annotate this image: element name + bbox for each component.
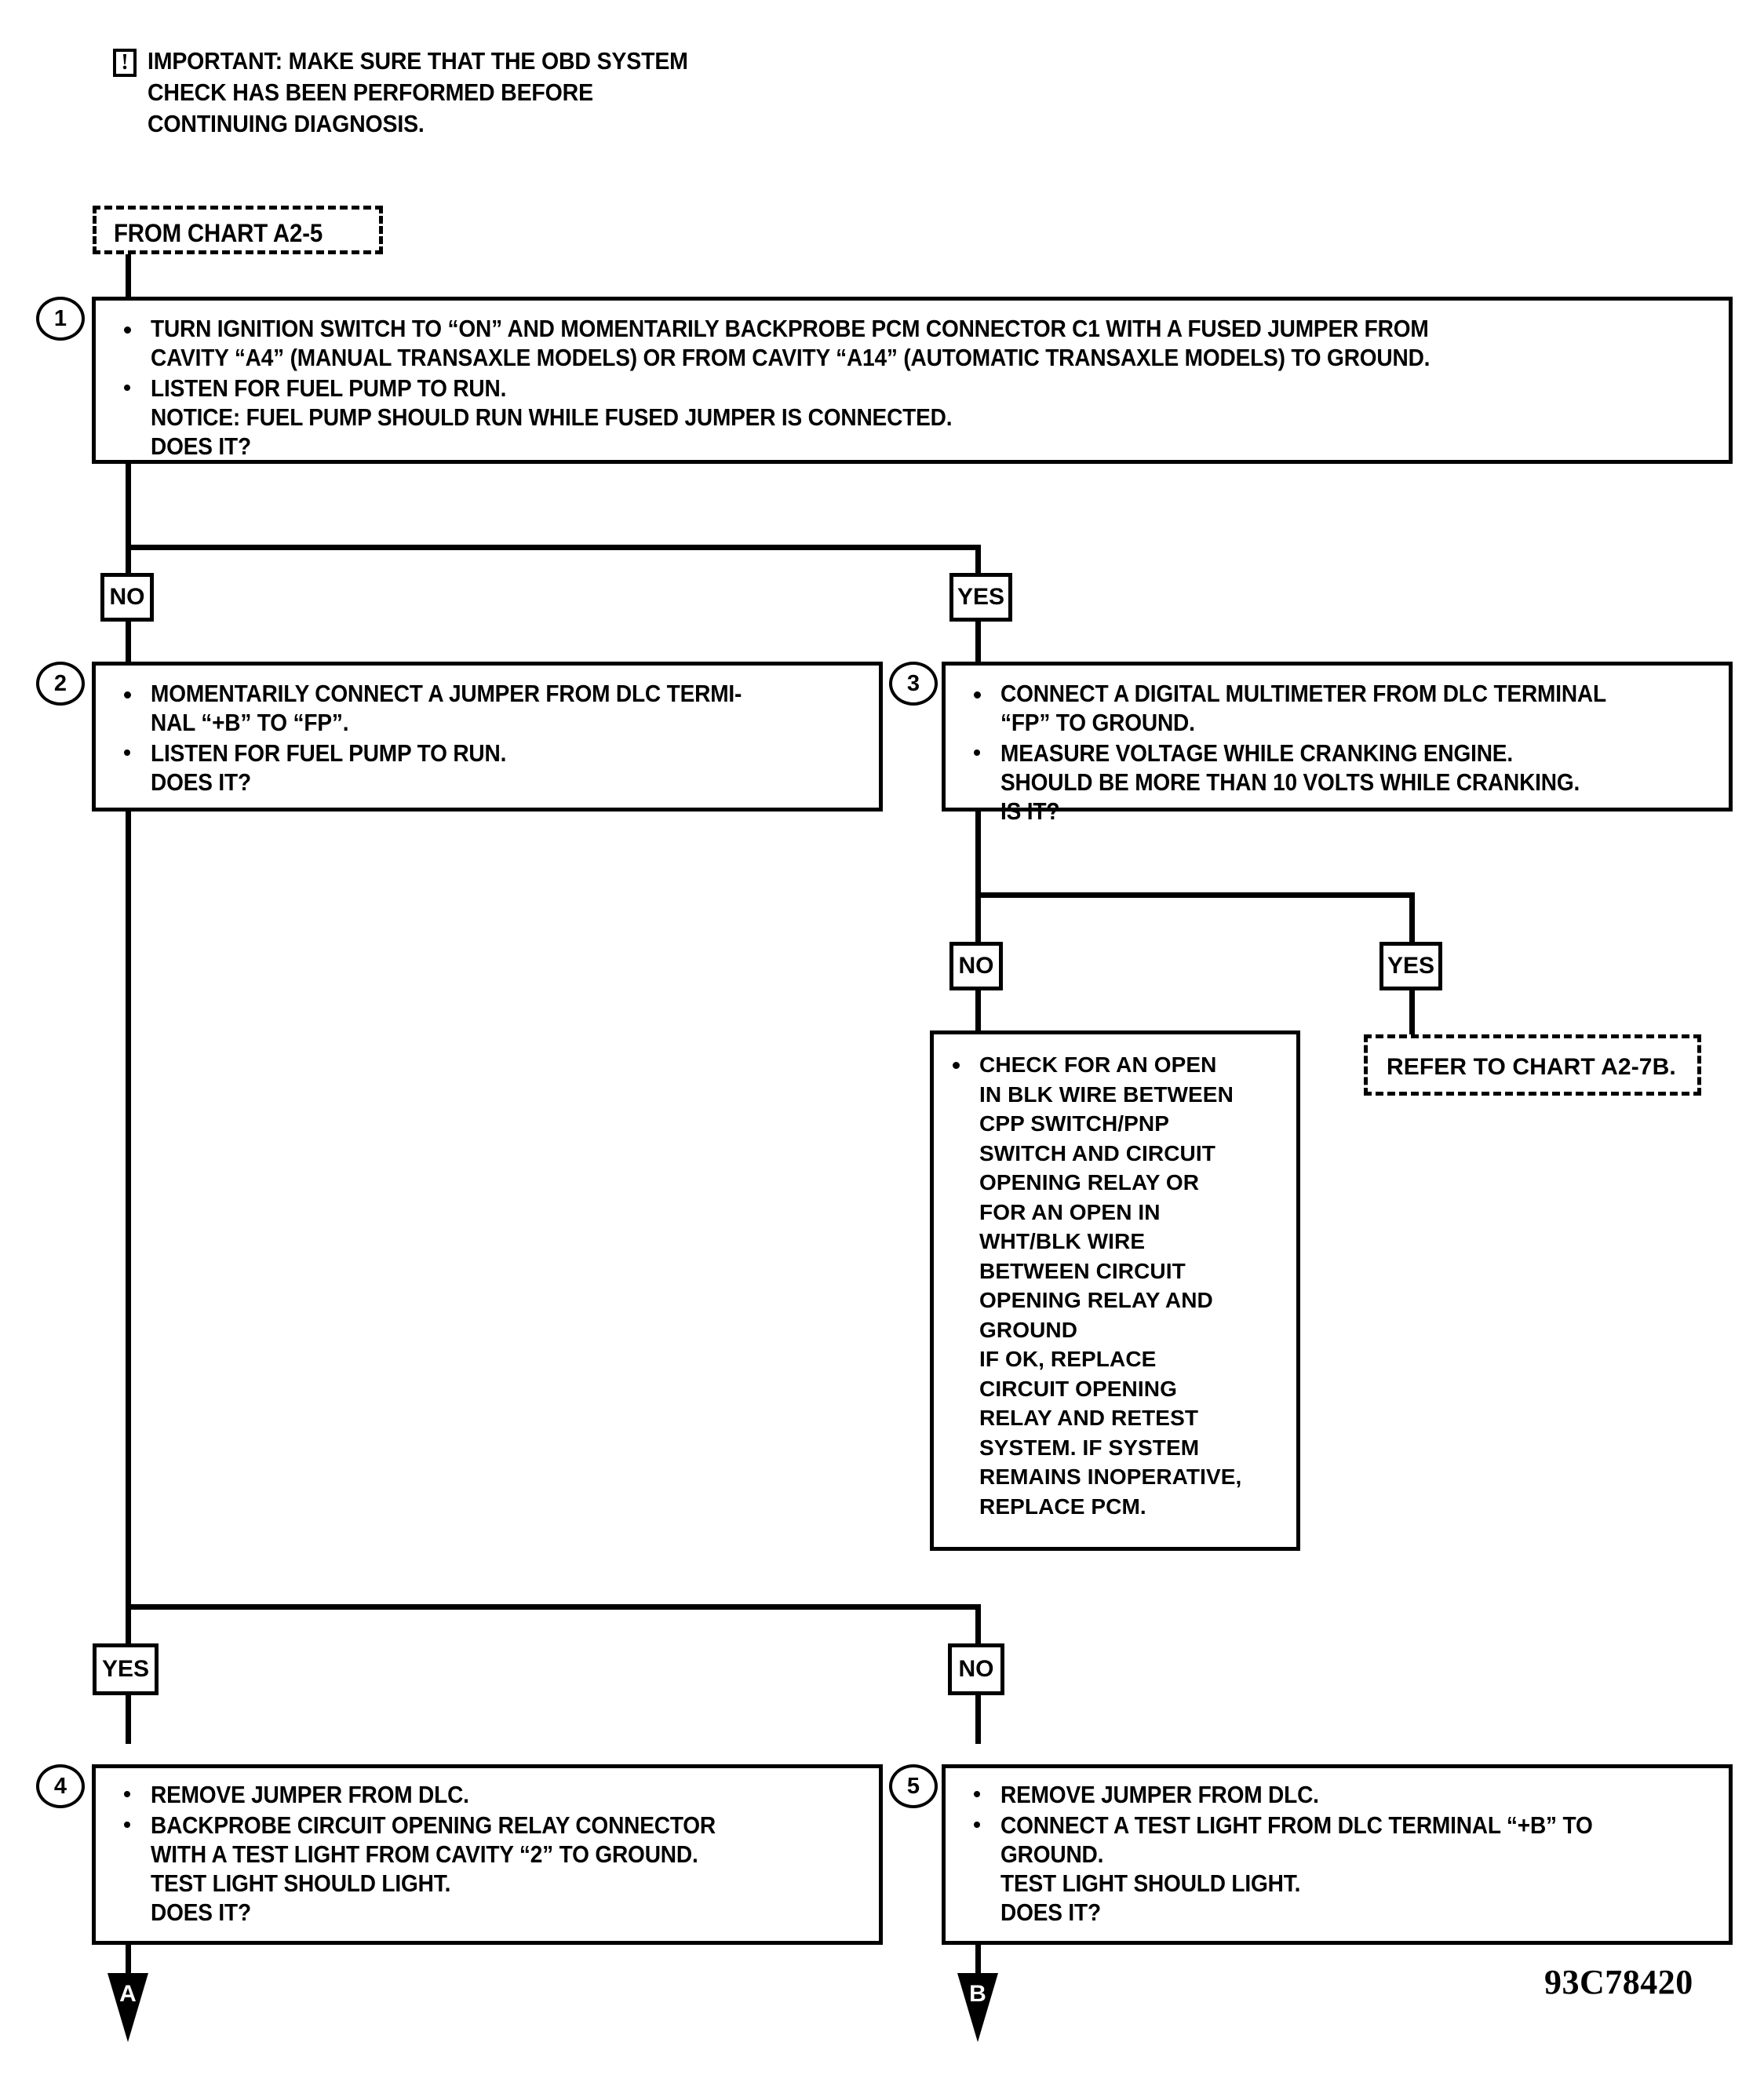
bullet-icon	[974, 1791, 980, 1797]
step-5-box[interactable]: REMOVE JUMPER FROM DLC. CONNECT A TEST L…	[942, 1764, 1733, 1945]
branch-2-no-label[interactable]: NO	[949, 942, 1003, 990]
chart-part-number: 93C78420	[1544, 1963, 1693, 2001]
connector-branch2-no-drop	[975, 892, 981, 954]
branch-bus-2	[975, 892, 1415, 898]
connector-entry-to-step1	[126, 254, 131, 301]
step-3-box[interactable]: CONNECT A DIGITAL MULTIMETER FROM DLC TE…	[942, 662, 1733, 825]
step-2-bullet-1: MOMENTARILY CONNECT A JUMPER FROM DLC TE…	[124, 680, 862, 738]
step-2-bullet-2: LISTEN FOR FUEL PUMP TO RUN. DOES IT?	[124, 739, 862, 797]
bullet-icon	[974, 1822, 980, 1828]
connector-step3-exit	[975, 812, 981, 898]
connector-step2-exit-spine	[126, 812, 131, 1605]
branch-1-yes-label[interactable]: YES	[949, 573, 1012, 622]
step-5-bullet-2: CONNECT A TEST LIGHT FROM DLC TERMINAL “…	[974, 1811, 1719, 1928]
step-number-3: 3	[889, 662, 938, 706]
triangle-icon	[108, 1973, 148, 2042]
step-number-4: 4	[36, 1764, 85, 1808]
connector-a-letter: A	[119, 1981, 137, 2007]
triangle-icon	[957, 1973, 998, 2042]
connector-no-to-action-box	[975, 990, 981, 1034]
bullet-icon	[124, 1791, 130, 1797]
step-number-1: 1	[36, 297, 85, 341]
connector-branch3-yes-drop	[126, 1604, 131, 1648]
entry-from-chart-box[interactable]: FROM CHART A2-5	[93, 206, 383, 254]
action-bullet-1: CHECK FOR AN OPEN IN BLK WIRE BETWEEN CP…	[953, 1050, 1282, 1521]
branch-3-yes-label[interactable]: YES	[93, 1643, 159, 1695]
bullet-icon	[124, 691, 131, 698]
branch-2-yes-label[interactable]: YES	[1379, 942, 1442, 990]
connector-step5-exit	[975, 1945, 981, 1976]
step-3-bullet-2: MEASURE VOLTAGE WHILE CRANKING ENGINE. S…	[974, 739, 1719, 826]
step-5-bullet-1: REMOVE JUMPER FROM DLC.	[974, 1781, 1719, 1810]
refer-label: REFER TO CHART A2-7B.	[1387, 1054, 1676, 1080]
connector-no-to-step5	[975, 1695, 981, 1744]
bullet-icon	[124, 326, 131, 334]
connector-step1-exit	[126, 464, 131, 550]
connector-branch1-yes-drop	[975, 545, 981, 584]
important-note-text: IMPORTANT: MAKE SURE THAT THE OBD SYSTEM…	[148, 47, 688, 137]
connector-b-letter: B	[969, 1981, 986, 2007]
action-check-open-box[interactable]: CHECK FOR AN OPEN IN BLK WIRE BETWEEN CP…	[930, 1030, 1300, 1551]
step-1-bullet-2: LISTEN FOR FUEL PUMP TO RUN. NOTICE: FUE…	[124, 374, 1701, 461]
step-number-2: 2	[36, 662, 85, 706]
bullet-icon	[124, 750, 130, 756]
step-4-bullet-1: REMOVE JUMPER FROM DLC.	[124, 1781, 862, 1810]
entry-label: FROM CHART A2-5	[114, 219, 323, 247]
bullet-icon	[124, 385, 130, 391]
step-1-bullet-1: TURN IGNITION SWITCH TO “ON” AND MOMENTA…	[124, 315, 1701, 373]
refer-to-chart-box[interactable]: REFER TO CHART A2-7B.	[1364, 1034, 1701, 1096]
step-1-box[interactable]: TURN IGNITION SWITCH TO “ON” AND MOMENTA…	[92, 297, 1733, 464]
step-number-5: 5	[889, 1764, 938, 1808]
bullet-icon	[953, 1062, 960, 1069]
connector-yes-to-step4	[126, 1695, 131, 1744]
step-4-bullet-2: BACKPROBE CIRCUIT OPENING RELAY CONNECTO…	[124, 1811, 862, 1928]
bullet-icon	[974, 691, 981, 698]
connector-yes-to-step3	[975, 622, 981, 664]
step-4-box[interactable]: REMOVE JUMPER FROM DLC. BACKPROBE CIRCUI…	[92, 1764, 883, 1945]
branch-bus-1	[126, 545, 981, 550]
connector-branch3-no-drop	[975, 1604, 981, 1648]
connector-yes-to-refer-box	[1409, 990, 1415, 1034]
branch-3-no-label[interactable]: NO	[948, 1643, 1004, 1695]
branch-bus-3	[126, 1604, 981, 1610]
connector-branch1-no-drop	[126, 545, 131, 584]
important-exclamation-icon: !	[113, 49, 137, 77]
branch-1-no-label[interactable]: NO	[100, 573, 154, 622]
step-2-box[interactable]: MOMENTARILY CONNECT A JUMPER FROM DLC TE…	[92, 662, 883, 812]
step-3-bullet-1: CONNECT A DIGITAL MULTIMETER FROM DLC TE…	[974, 680, 1719, 738]
bullet-icon	[974, 750, 980, 756]
connector-branch2-yes-drop	[1409, 892, 1415, 954]
bullet-icon	[124, 1822, 130, 1828]
connector-no-to-step2	[126, 622, 131, 664]
connector-step4-exit	[126, 1945, 131, 1976]
exclamation-glyph: !	[121, 50, 129, 75]
